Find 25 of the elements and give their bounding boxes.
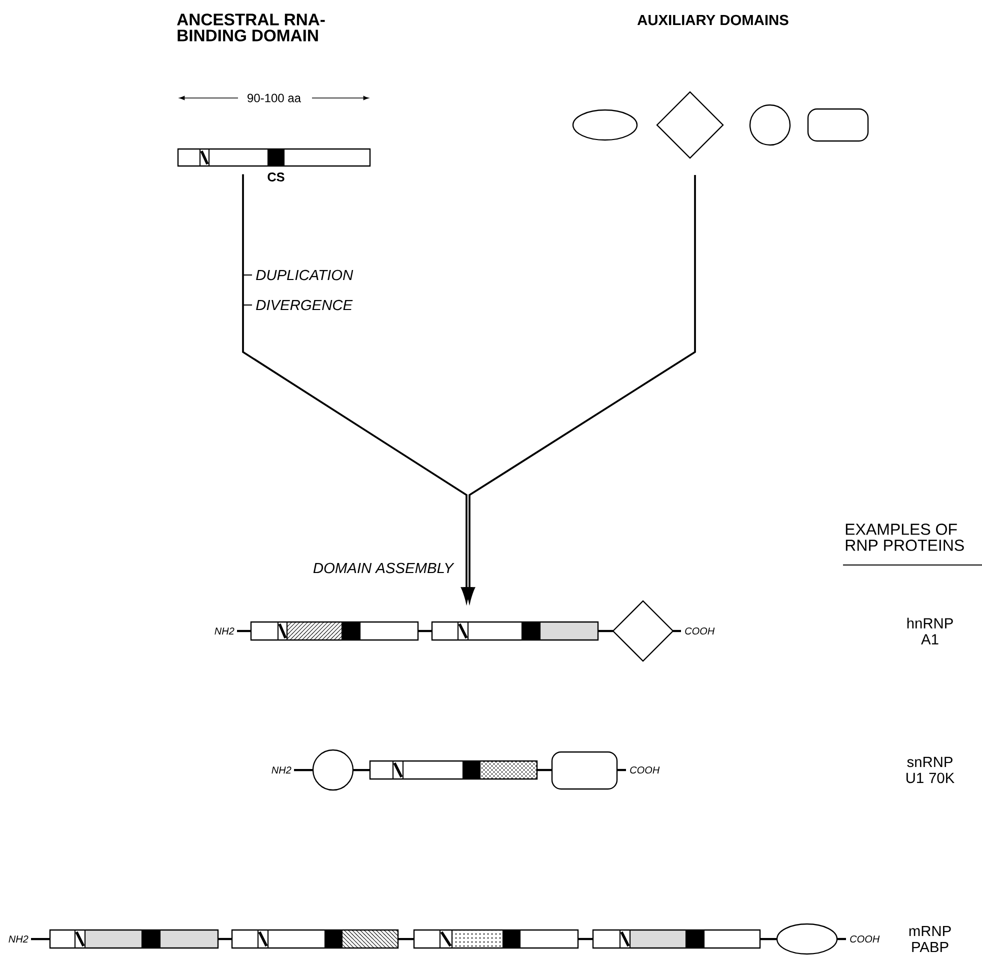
protein-name: mRNP PABP — [909, 926, 951, 952]
step-label: DIVERGENCE — [256, 300, 353, 310]
protein-domain-drawing — [231, 929, 452, 949]
terminus-label: COOH — [630, 766, 660, 774]
terminus-label: NH2 — [214, 628, 234, 634]
protein-domain-drawing — [250, 600, 681, 662]
protein-domain-drawing — [31, 929, 342, 949]
segment-label: CS — [268, 172, 284, 182]
step-label: DOMAIN ASSEMBLY — [313, 562, 454, 574]
dimension-label: 90-100 aa — [248, 94, 301, 102]
protein-domain-drawing — [237, 623, 287, 639]
step-label: DUPLICATION — [256, 270, 354, 280]
terminus-label: COOH — [850, 935, 880, 943]
protein-name: snRNP U1 70K — [906, 756, 954, 784]
protein-domain-drawing — [413, 923, 846, 955]
terminus-label: COOH — [685, 627, 715, 635]
terminus-label: NH2 — [272, 766, 292, 774]
protein-domain-drawing — [369, 751, 626, 790]
protein-domain-drawing — [294, 749, 480, 791]
protein-domain-drawing — [177, 148, 371, 167]
terminus-label: NH2 — [8, 936, 28, 942]
heading: AUXILIARY DOMAINS — [637, 14, 788, 26]
protein-name: hnRNP A1 — [907, 618, 953, 644]
heading: ANCESTRAL RNA-BINDING DOMAIN — [177, 14, 325, 42]
column-heading: EXAMPLES OF RNP PROTEINS — [846, 524, 964, 551]
